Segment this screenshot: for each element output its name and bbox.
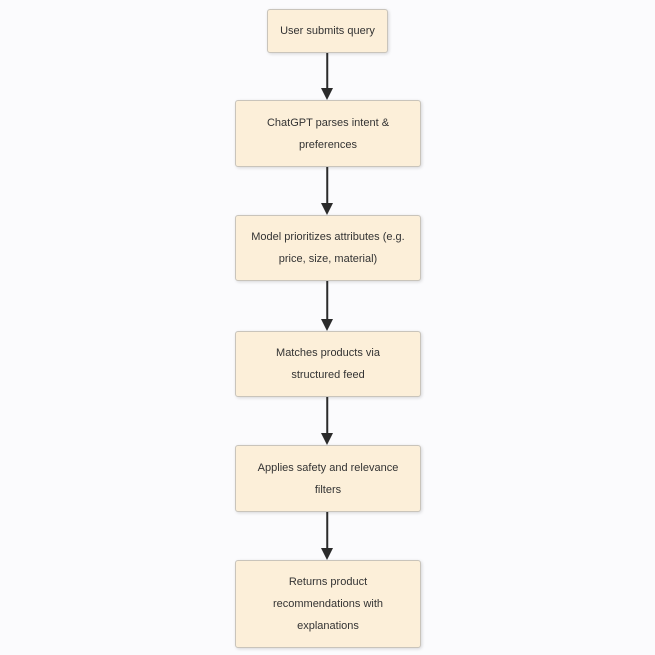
arrow-line [326,53,328,90]
flow-node-label: ChatGPT parses intent & preferences [266,116,390,151]
flow-node-return-recommendations: Returns product recommendations with exp… [235,560,421,648]
flow-node-parse-intent: ChatGPT parses intent & preferences [235,100,421,167]
flow-node-label: Model prioritizes attributes (e.g. price… [251,231,405,265]
arrowhead-icon [321,319,333,331]
arrow-connector [320,397,334,445]
arrow-line [326,281,328,321]
flow-node-label: Matches products via structured feed [276,347,380,381]
flow-node-apply-filters: Applies safety and relevance filters [235,445,421,512]
flow-node-prioritize-attributes: Model prioritizes attributes (e.g. price… [235,215,421,281]
arrow-connector [320,167,334,215]
flow-node-label: Applies safety and relevance filters [257,461,399,496]
arrow-line [326,512,328,550]
arrow-connector [320,512,334,560]
flow-node-label: User submits query [280,25,375,37]
flow-node-match-products: Matches products via structured feed [235,331,421,397]
flow-node-label: Returns product recommendations with exp… [272,576,384,632]
arrow-line [326,167,328,205]
arrowhead-icon [321,203,333,215]
arrow-connector [320,281,334,331]
arrow-connector [320,53,334,100]
arrow-line [326,397,328,435]
flow-node-user-query: User submits query [267,9,388,53]
arrowhead-icon [321,88,333,100]
arrowhead-icon [321,548,333,560]
arrowhead-icon [321,433,333,445]
